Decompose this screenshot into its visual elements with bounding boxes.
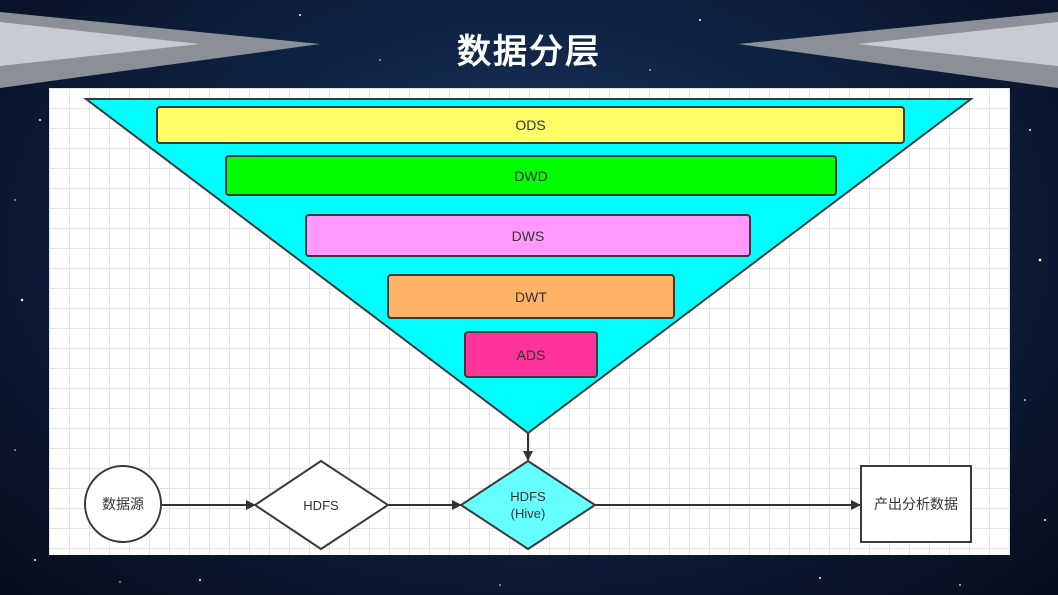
output-node — [860, 465, 972, 543]
hdfs-label: HDFS — [303, 497, 339, 513]
layer-dws: DWS — [305, 214, 751, 257]
layer-ads: ADS — [464, 331, 598, 378]
hdfs-node — [253, 459, 390, 551]
right-banner-decoration — [738, 12, 1058, 88]
layer-dwt: DWT — [387, 274, 675, 319]
page-title: 数据分层 — [457, 32, 601, 72]
diagram-canvas: ODS DWD DWS DWT ADS 数据源 HDFS HDFS (Hive)… — [49, 88, 1010, 555]
data-source-label: 数据源 — [102, 495, 144, 512]
left-banner-decoration — [0, 12, 320, 88]
hdfs-hive-node — [459, 459, 597, 551]
layer-dwd: DWD — [225, 155, 837, 196]
funnel-triangle — [83, 98, 974, 435]
hdfs-hive-label: HDFS (Hive) — [478, 483, 578, 527]
output-label: 产出分析数据 — [874, 495, 958, 512]
data-source-node — [84, 465, 162, 543]
layer-ods: ODS — [156, 106, 905, 144]
hdfs-hive-label-line2: (Hive) — [510, 506, 546, 521]
hdfs-hive-label-line1: HDFS — [510, 489, 546, 504]
